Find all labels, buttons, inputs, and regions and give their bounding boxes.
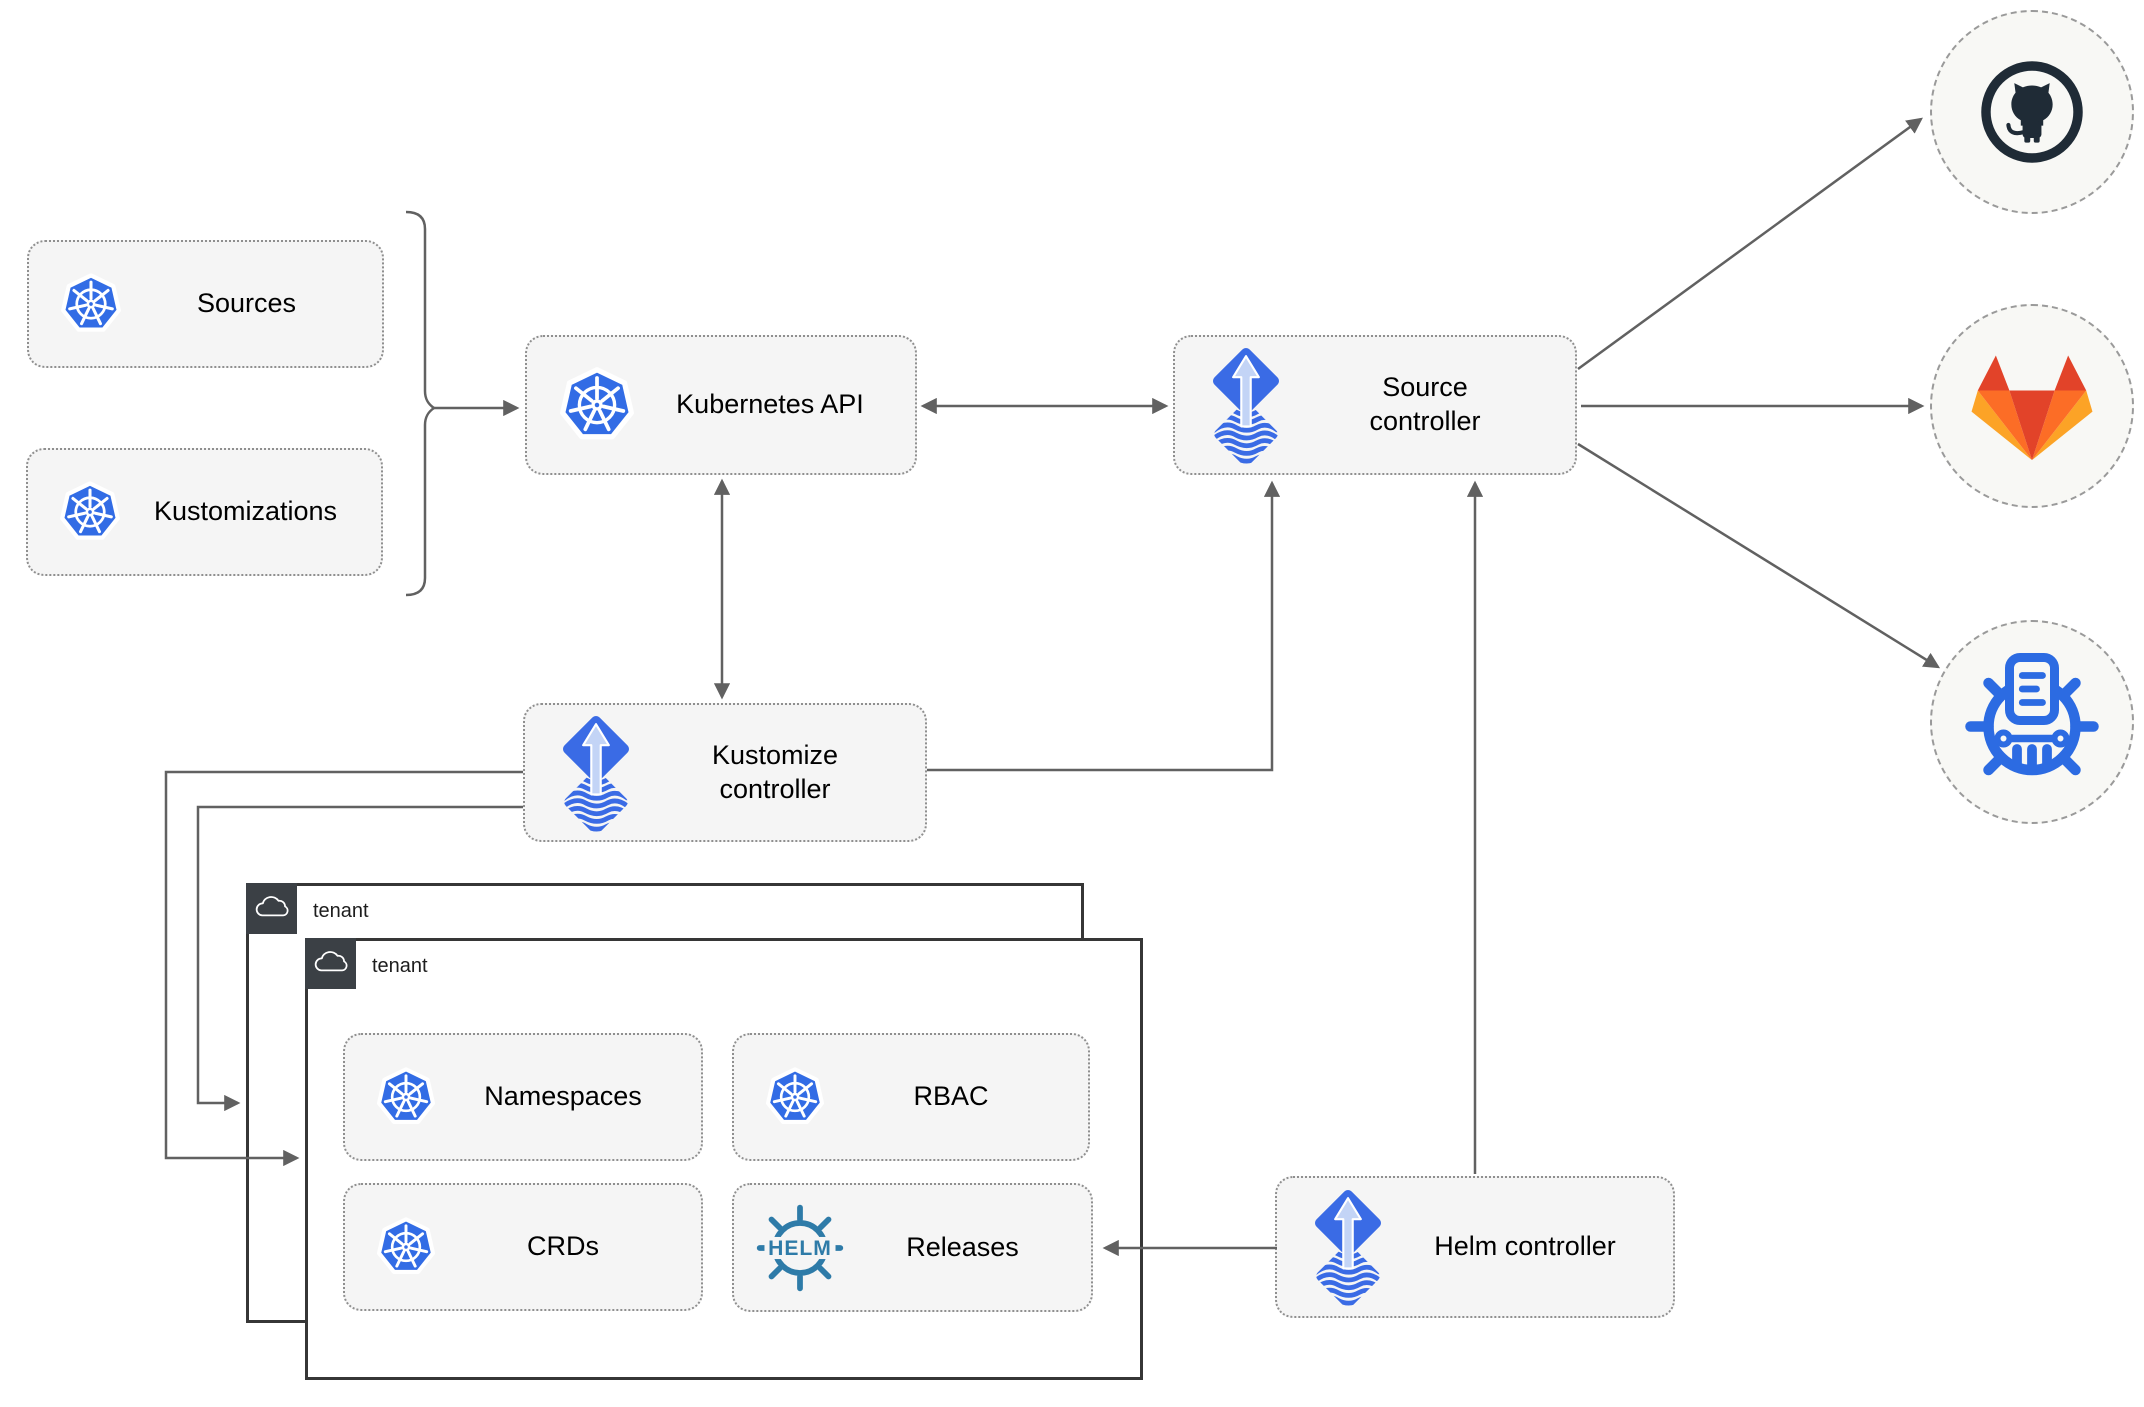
kubernetes-icon [29,270,125,338]
kubernetes-icon [734,1064,828,1130]
kubernetes-icon [527,363,639,447]
tenant-front-label: tenant [372,955,428,977]
node-source-controller: Source controller [1173,335,1577,475]
node-kubernetes-api: Kubernetes API [525,335,917,475]
remote-github [1930,10,2134,214]
node-releases: HELM Releases [732,1183,1093,1312]
edge-kustomize-to-source [927,480,1281,772]
edge-source-to-helm-repository [1577,442,1941,669]
node-sources-label: Sources [196,288,297,319]
tenant-front-tab [305,938,356,989]
node-kustomizations-label: Kustomizations [153,496,338,527]
edge-source-to-github [1577,117,1923,371]
node-kustomize-controller: Kustomize controller [523,703,927,842]
flux-icon [1277,1187,1391,1307]
cloud-icon [311,944,351,984]
node-kustomizations: Kustomizations [26,448,383,576]
tenant-back-label: tenant [313,900,369,922]
cloud-icon [252,889,292,929]
node-crds: CRDs [343,1183,703,1311]
helm-icon: HELM [734,1200,848,1296]
node-rbac: RBAC [732,1033,1090,1161]
flux-icon [1175,345,1289,465]
gitlab-icon [1971,355,2093,461]
node-kustomize-controller-label: Kustomize controller [711,739,839,804]
node-namespaces: Namespaces [343,1033,703,1161]
edge-brace [405,210,437,597]
node-releases-label: Releases [906,1231,1019,1262]
github-icon [1981,61,2083,163]
node-helm-controller: Helm controller [1275,1176,1675,1318]
kubernetes-icon [345,1064,439,1130]
flux-icon [525,713,639,833]
remote-helm-repository [1930,620,2134,824]
tenant-back-tab [246,883,297,934]
node-helm-controller-label: Helm controller [1434,1231,1616,1262]
kubernetes-icon [345,1214,439,1280]
node-crds-label: CRDs [527,1231,599,1262]
node-sources: Sources [27,240,384,368]
node-kubernetes-api-label: Kubernetes API [676,389,864,420]
kubernetes-icon [28,478,124,546]
node-rbac-label: RBAC [913,1081,989,1112]
helm-icon-text: HELM [768,1236,832,1259]
remote-gitlab [1930,304,2134,508]
chartmuseum-icon [1965,653,2099,776]
node-namespaces-label: Namespaces [484,1081,642,1112]
node-source-controller-label: Source controller [1369,372,1481,436]
